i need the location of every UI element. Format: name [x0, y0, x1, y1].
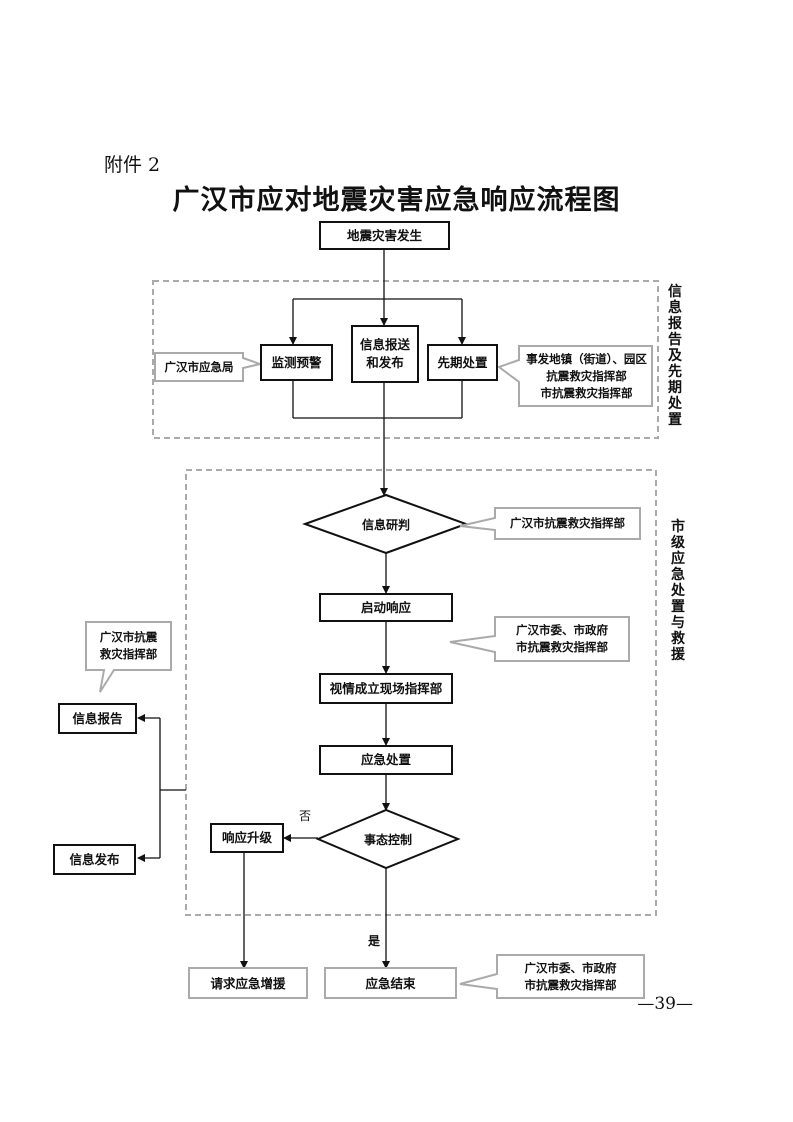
no-branch-label: 否 — [299, 809, 312, 823]
control-diamond — [315, 808, 461, 870]
assess-label: 信息研判 — [361, 518, 410, 532]
monitor-label: 监测预警 — [271, 354, 322, 370]
upgrade-label: 响应升级 — [221, 830, 272, 845]
request-reinforcement-label: 请求应急增援 — [210, 975, 286, 991]
initial-disposal-box: 先期处置 — [427, 344, 498, 381]
initial-disposal-label: 先期处置 — [437, 354, 488, 370]
page-title: 广汉市应对地震灾害应急响应流程图 — [172, 185, 621, 216]
upgrade-box: 响应升级 — [210, 823, 284, 853]
section2-label: 市级应急处置与救援 — [671, 519, 685, 663]
emergency-disposal-label: 应急处置 — [360, 752, 411, 767]
info-release-box: 信息发布 — [53, 844, 136, 875]
section1-region — [152, 280, 659, 439]
info-report-release-box: 信息报送和发布 — [351, 325, 419, 383]
info-report-release-label: 信息报送和发布 — [359, 337, 410, 370]
note-city-quake-command-left: 广汉市抗震 救灾指挥部 — [99, 630, 158, 661]
start-response-box: 启动响应 — [319, 593, 453, 622]
field-command-label: 视情成立现场指挥部 — [329, 680, 443, 696]
request-reinforcement-box: 请求应急增援 — [189, 968, 307, 998]
info-report-box: 信息报告 — [58, 703, 137, 734]
yes-branch-label: 是 — [368, 934, 381, 948]
monitor-box: 监测预警 — [260, 344, 333, 381]
start-response-label: 启动响应 — [360, 599, 411, 615]
page-number: —39— — [637, 994, 693, 1014]
end-box: 应急结束 — [325, 968, 456, 998]
info-release-label: 信息发布 — [69, 851, 120, 867]
note-city-emergency-bureau: 广汉市应急局 — [164, 359, 234, 374]
section1-label: 信息报告及先期处置 — [668, 284, 682, 428]
earthquake-label: 地震灾害发生 — [346, 227, 422, 243]
situation-control-label: 事态控制 — [363, 833, 412, 847]
note-town-command: 事发地镇（街道）、园区抗震救灾指挥部 市抗震救灾指挥部 — [526, 351, 647, 400]
earthquake-box: 地震灾害发生 — [319, 221, 450, 250]
attachment-label: 附件 2 — [104, 154, 161, 176]
note-city-committee-1: 广汉市委、市政府 市抗震救灾指挥部 — [516, 623, 608, 654]
field-command-box: 视情成立现场指挥部 — [319, 673, 453, 704]
note-city-quake-command: 广汉市抗震救灾指挥部 — [510, 516, 625, 530]
note-city-committee-2: 广汉市委、市政府 市抗震救灾指挥部 — [524, 960, 617, 992]
end-label: 应急结束 — [365, 975, 416, 991]
section2-region — [185, 469, 657, 916]
info-report-label: 信息报告 — [72, 710, 123, 726]
emergency-disposal-box: 应急处置 — [319, 745, 453, 775]
